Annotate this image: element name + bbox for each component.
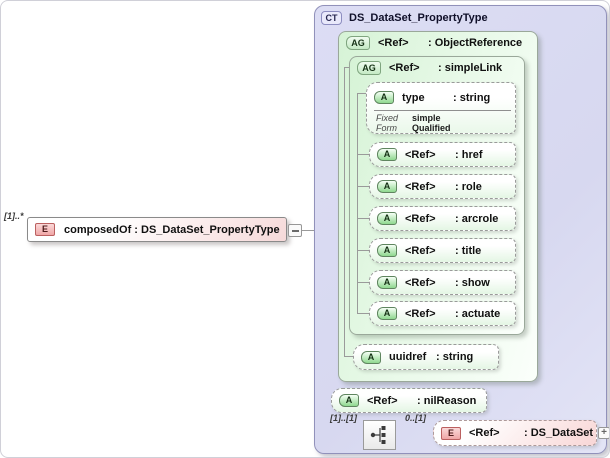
connector-line	[357, 186, 369, 187]
attribute-icon: A	[377, 212, 397, 225]
attribute-name: <Ref>	[405, 148, 436, 161]
connector-line	[357, 282, 369, 283]
attribute-icon: A	[377, 307, 397, 320]
complextype-title: DS_DataSet_PropertyType	[349, 12, 488, 24]
attributegroup-header: AG <Ref> : ObjectReference	[346, 36, 522, 50]
connector-line	[357, 218, 369, 219]
attribute-icon: A	[377, 148, 397, 161]
attribute-box-role[interactable]: A <Ref> : role	[369, 174, 516, 199]
element-type: : DS_DataSet	[524, 427, 594, 439]
element-icon: E	[35, 223, 55, 236]
facet-value: simple	[412, 113, 441, 123]
attributegroup-name: <Ref>	[378, 37, 409, 49]
attribute-icon: A	[377, 180, 397, 193]
cardinality-label-ds-dataset: 0..[1]	[405, 413, 427, 423]
attribute-box-title[interactable]: A <Ref> : title	[369, 238, 516, 263]
attribute-icon: A	[361, 350, 381, 364]
connector-line	[344, 67, 345, 357]
attributegroup-type: : ObjectReference	[428, 37, 523, 49]
attribute-name: <Ref>	[405, 212, 436, 225]
attribute-box-nilreason[interactable]: A <Ref> : nilReason	[331, 388, 487, 413]
attribute-box-show[interactable]: A <Ref> : show	[369, 270, 516, 295]
attribute-icon: A	[339, 394, 359, 407]
connector-line	[357, 313, 369, 314]
cardinality-label-composedof: [1]..*	[4, 211, 24, 221]
attribute-type: : string	[453, 91, 491, 104]
attribute-icon: A	[377, 244, 397, 257]
cardinality-label-sequence: [1]..[1]	[330, 413, 357, 423]
attributegroup-type: : simpleLink	[438, 62, 503, 74]
collapse-toggle[interactable]	[288, 224, 302, 237]
complextype-header: CT DS_DataSet_PropertyType	[321, 11, 488, 25]
element-label: composedOf : DS_DataSet_PropertyType	[64, 223, 280, 236]
facet-label: Form	[376, 123, 397, 133]
attributegroup-name: <Ref>	[389, 62, 420, 74]
element-box-composedof[interactable]: E composedOf : DS_DataSet_PropertyType	[27, 217, 287, 242]
connector-line	[344, 67, 349, 68]
facet-row-form: Form Qualified	[367, 123, 515, 133]
sequence-compositor[interactable]	[363, 420, 396, 450]
attribute-icon: A	[374, 91, 394, 104]
facet-separator	[374, 110, 511, 111]
plus-icon: +	[601, 427, 607, 438]
attribute-type: : actuate	[455, 307, 501, 320]
attribute-type: : arcrole	[455, 212, 499, 225]
attribute-name: <Ref>	[405, 180, 436, 193]
expand-toggle[interactable]: +	[598, 427, 609, 439]
attribute-type: : role	[455, 180, 482, 193]
attribute-box-type[interactable]: A type : string Fixed simple Form Qualif…	[366, 82, 516, 134]
attributegroup-icon: AG	[346, 36, 370, 50]
attribute-name: <Ref>	[405, 244, 436, 257]
connector-line	[357, 93, 358, 313]
attribute-name: type	[402, 91, 425, 104]
complextype-icon: CT	[321, 11, 342, 25]
attribute-icon: A	[377, 276, 397, 289]
element-name: <Ref>	[469, 427, 500, 439]
attributegroup-icon: AG	[357, 61, 381, 75]
attributegroup-header: AG <Ref> : simpleLink	[357, 61, 502, 75]
connector-line	[344, 356, 353, 357]
attribute-type: : show	[455, 276, 490, 289]
attribute-box-uuidref[interactable]: A uuidref : string	[353, 344, 499, 370]
attribute-type: : href	[455, 148, 483, 161]
facet-label: Fixed	[376, 113, 399, 123]
attribute-name: <Ref>	[367, 394, 398, 407]
attribute-name: uuidref	[389, 351, 427, 363]
facet-row-fixed: Fixed simple	[367, 113, 515, 123]
element-box-ds-dataset[interactable]: E <Ref> : DS_DataSet	[433, 420, 597, 446]
attribute-type: : string	[436, 351, 474, 363]
attribute-name: <Ref>	[405, 307, 436, 320]
attribute-box-href[interactable]: A <Ref> : href	[369, 142, 516, 167]
element-icon: E	[441, 426, 461, 440]
connector-line	[357, 154, 369, 155]
facet-value: Qualified	[412, 123, 451, 133]
sequence-icon	[370, 426, 385, 444]
attribute-box-arcrole[interactable]: A <Ref> : arcrole	[369, 206, 516, 231]
connector-line	[357, 93, 366, 94]
attribute-type: : nilReason	[417, 394, 477, 407]
attribute-type: : title	[455, 244, 482, 257]
minus-icon	[291, 229, 299, 232]
connector-line	[357, 250, 369, 251]
attribute-box-actuate[interactable]: A <Ref> : actuate	[369, 301, 516, 326]
attribute-name: <Ref>	[405, 276, 436, 289]
